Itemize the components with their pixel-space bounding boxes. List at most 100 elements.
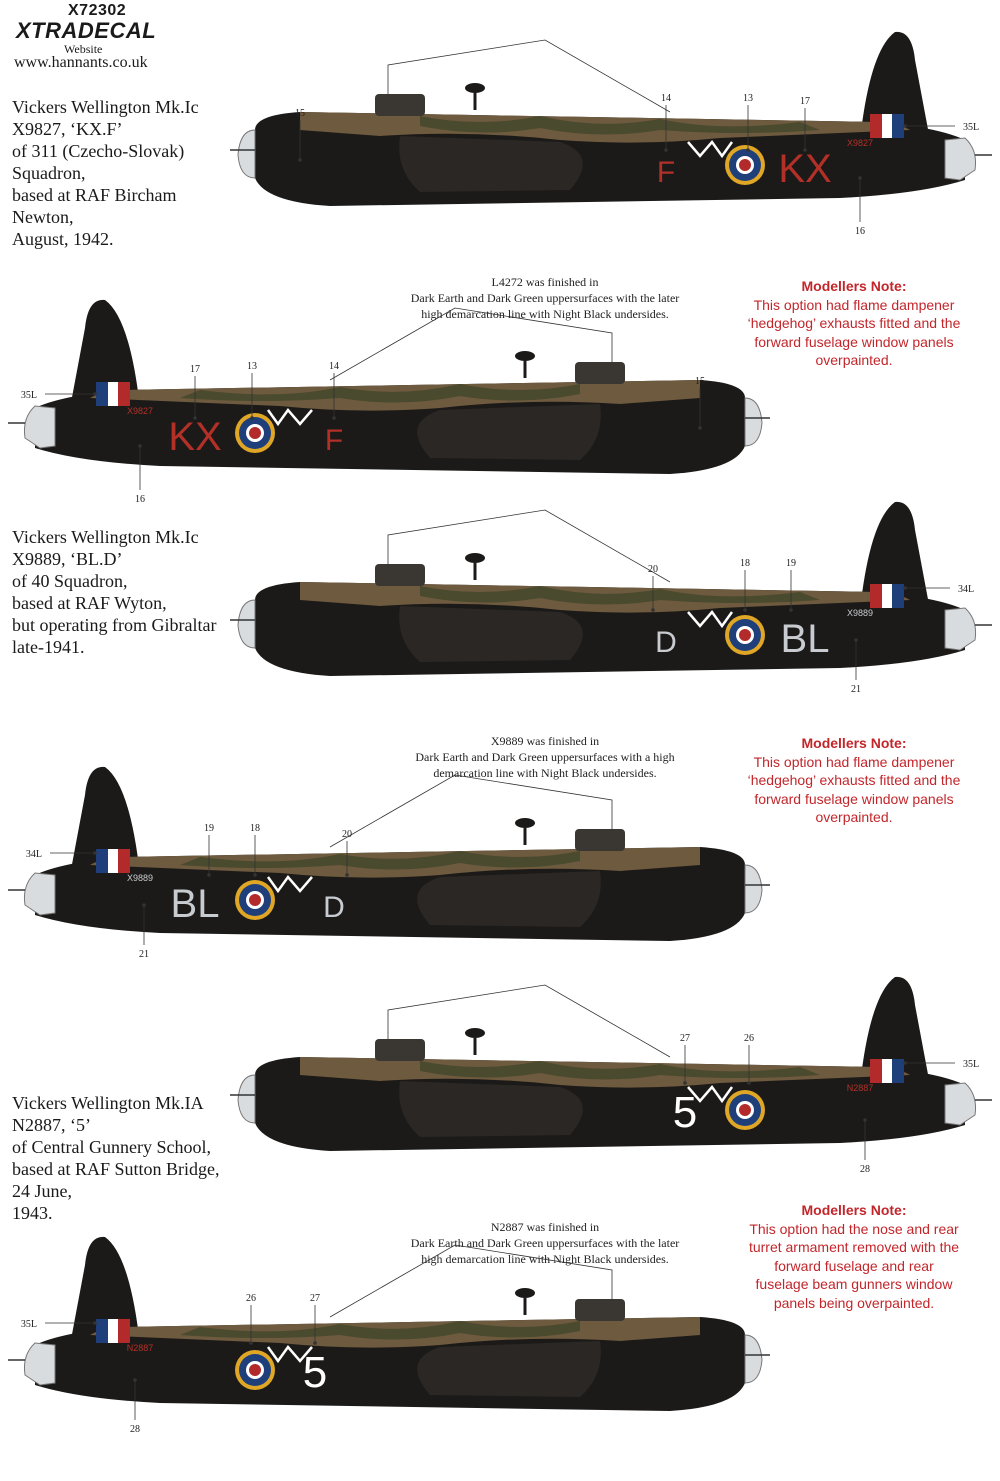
note-line: forward fuselage and rear [774, 1257, 934, 1274]
caption-line: X9827, ‘KX.F’ [12, 119, 123, 139]
tail-fin [860, 31, 930, 140]
caption-line: Vickers Wellington Mk.IA [12, 1093, 204, 1113]
callout-number: 27 [680, 1033, 690, 1044]
callout-number: 34L [26, 849, 42, 860]
finish-line: Dark Earth and Dark Green uppersurfaces … [415, 750, 675, 764]
engine-nacelle [417, 871, 601, 927]
camouflage-green [420, 586, 820, 605]
callout-number: 16 [855, 226, 865, 237]
code-letters: BL [781, 617, 830, 661]
tail-fin [860, 976, 930, 1085]
individual-letter: 5 [303, 1348, 327, 1397]
note-line: forward fuselage window panels [754, 333, 954, 350]
callout-number: 15 [695, 376, 705, 387]
tail-fin [70, 766, 140, 875]
callout-number: 14 [329, 361, 339, 372]
finish-note-3: N2887 was finished in Dark Earth and Dar… [380, 1219, 710, 1267]
finish-line: L4272 was finished in [491, 275, 599, 289]
serial-number: X9827 [127, 406, 153, 416]
finish-line: X9889 was finished in [490, 734, 600, 748]
caption-line: 1943. [12, 1203, 53, 1223]
modellers-note-title: Modellers Note: [801, 278, 907, 294]
serial-number: N2887 [127, 1343, 154, 1353]
roundel-red [249, 1364, 261, 1376]
caption-line: Squadron, [12, 163, 86, 183]
callout-number: 19 [204, 823, 214, 834]
tail-turret [24, 405, 56, 449]
callout-number: 13 [247, 361, 257, 372]
serial-number: X9889 [847, 608, 873, 618]
fin-flash-white [108, 1319, 118, 1343]
caption-line: Vickers Wellington Mk.Ic [12, 97, 199, 117]
fin-flash-white [882, 1059, 892, 1083]
engine-nacelle [399, 136, 583, 192]
callout-number: 26 [246, 1293, 256, 1304]
cockpit-canopy [375, 94, 425, 116]
fin-flash-white [882, 114, 892, 138]
camouflage-green [180, 384, 580, 403]
tail-turret [944, 137, 976, 181]
fin-flash-red [118, 382, 130, 406]
roundel-red [249, 894, 261, 906]
finish-line: N2887 was finished in [490, 1220, 600, 1234]
tail-fin [860, 501, 930, 610]
serial-number: X9827 [847, 138, 873, 148]
modellers-note-title: Modellers Note: [801, 735, 907, 751]
roundel-red [739, 629, 751, 641]
note-line: This option had the nose and rear [749, 1220, 959, 1237]
note-line: turret armament removed with the [748, 1239, 960, 1255]
callout-number: 35L [963, 122, 979, 133]
camouflage-green [180, 851, 580, 870]
individual-letter: F [657, 156, 675, 189]
brand-block: X72302 XTRADECAL Website www.hannants.co… [8, 0, 178, 72]
website-url[interactable]: www.hannants.co.uk [14, 54, 148, 71]
modellers-note-2: Modellers Note: This option had flame da… [714, 734, 994, 827]
finish-line: demarcation line with Night Black unders… [433, 766, 657, 780]
note-line: forward fuselage window panels [754, 790, 954, 807]
roundel-red [249, 427, 261, 439]
nose-turret [744, 1334, 763, 1384]
camouflage-green [180, 1321, 580, 1340]
modellers-note-1: Modellers Note: This option had flame da… [714, 277, 994, 370]
caption-line: 24 June, [12, 1181, 72, 1201]
caption-line: based at RAF Bircham [12, 185, 177, 205]
callout-number: 20 [648, 564, 658, 575]
caption-line: but operating from Gibraltar [12, 615, 217, 635]
fin-flash-blue [892, 114, 904, 138]
camouflage-green [420, 116, 820, 135]
caption-line: X9889, ‘BL.D’ [12, 549, 123, 569]
roundel-red [739, 159, 751, 171]
nose-turret [237, 129, 256, 179]
modellers-note-3: Modellers Note: This option had the nose… [714, 1201, 994, 1312]
note-line: overpainted. [815, 809, 893, 825]
cockpit-canopy [575, 829, 625, 851]
modellers-note-title: Modellers Note: [801, 1202, 907, 1218]
df-loop [515, 1288, 535, 1298]
website-label: Website [64, 42, 103, 56]
df-loop [465, 553, 485, 563]
note-line: fuselage beam gunners window [755, 1276, 953, 1292]
finish-line: high demarcation line with Night Black u… [421, 307, 669, 321]
caption-line: based at RAF Sutton Bridge, [12, 1159, 220, 1179]
engine-nacelle [417, 1341, 601, 1397]
cockpit-canopy [375, 564, 425, 586]
tail-fin [70, 1236, 140, 1345]
caption-line: of Central Gunnery School, [12, 1137, 211, 1157]
caption-line: of 40 Squadron, [12, 571, 128, 591]
fin-flash-red [870, 1059, 882, 1083]
caption-line: Vickers Wellington Mk.Ic [12, 527, 199, 547]
df-loop [515, 351, 535, 361]
callout-number: 28 [130, 1424, 140, 1435]
finish-note-2: X9889 was finished in Dark Earth and Dar… [380, 733, 710, 781]
brand-logo: XTRADECAL [16, 18, 157, 43]
callout-number: 16 [135, 494, 145, 505]
callout-number: 17 [800, 96, 810, 107]
df-loop [465, 1028, 485, 1038]
finish-note-1: L4272 was finished in Dark Earth and Dar… [380, 274, 710, 322]
